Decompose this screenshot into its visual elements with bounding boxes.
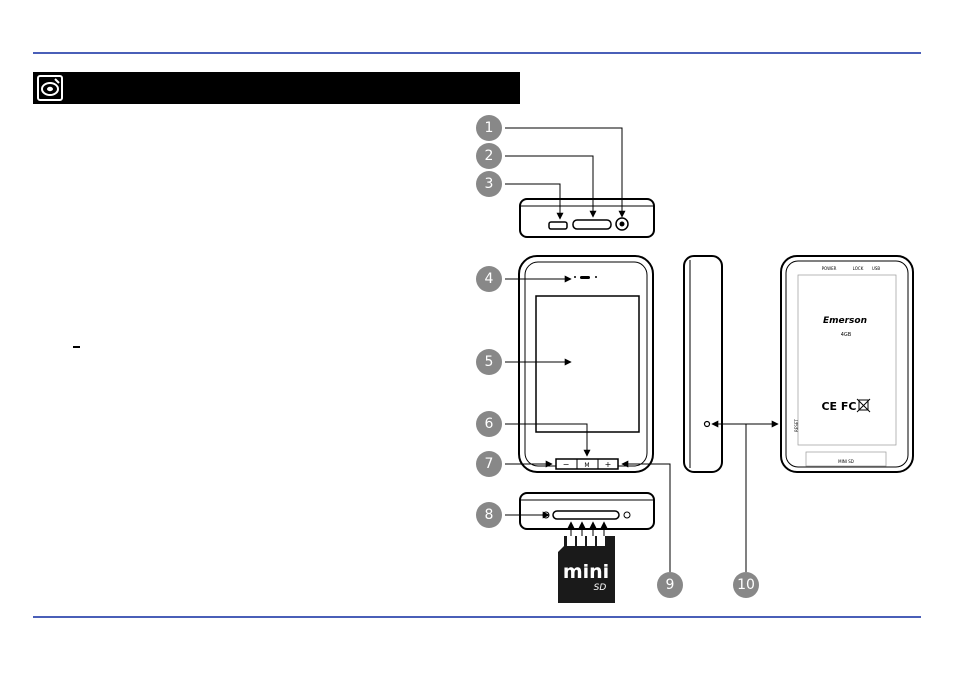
svg-text:7: 7: [485, 456, 494, 472]
back-label-reset: RESET: [794, 419, 799, 432]
certification-marks: CE FC: [821, 400, 856, 413]
svg-text:3: 3: [485, 176, 494, 192]
card-logo-sd: SD: [594, 583, 607, 593]
callout-6: 6: [476, 411, 502, 437]
callout-10: 10: [733, 572, 759, 598]
bottom-rule: [33, 616, 921, 618]
card-logo-mini: mini: [563, 561, 609, 583]
capacity-label: 4GB: [841, 332, 852, 338]
microsd-card: mini SD: [558, 536, 615, 603]
callout-1: 1: [476, 115, 502, 141]
leader-lines: [505, 127, 779, 572]
svg-text:2: 2: [485, 148, 494, 164]
device-top-edge-view: [519, 198, 655, 238]
weee-bin-icon: [856, 398, 871, 413]
text-dash: [73, 346, 80, 348]
callout-4: 4: [476, 266, 502, 292]
svg-text:6: 6: [485, 416, 494, 432]
device-front-view: − M +: [518, 255, 654, 473]
speaker-slot: [580, 276, 590, 279]
callout-8: 8: [476, 502, 502, 528]
usb-port-icon: [548, 221, 568, 230]
callout-3: 3: [476, 171, 502, 197]
callout-7: 7: [476, 451, 502, 477]
callout-9: 9: [657, 572, 683, 598]
menu-button-label: M: [584, 462, 589, 469]
svg-text:1: 1: [485, 120, 494, 136]
minus-button-label: −: [563, 460, 570, 469]
back-label-power: POWER: [822, 266, 837, 271]
svg-text:4: 4: [485, 271, 494, 287]
section-header-bar: [33, 72, 520, 104]
callout-5: 5: [476, 349, 502, 375]
screen: [535, 295, 640, 433]
svg-text:5: 5: [485, 354, 494, 370]
callout-2: 2: [476, 143, 502, 169]
svg-text:10: 10: [737, 577, 755, 593]
button-row: [555, 458, 619, 470]
back-label-lock: LOCK: [853, 266, 864, 271]
disc-icon: [37, 75, 63, 101]
top-rule: [33, 52, 921, 54]
microsd-slot: [552, 510, 620, 520]
device-side-view: [683, 255, 723, 473]
brand-logo: Emerson: [823, 316, 867, 326]
svg-text:9: 9: [666, 577, 675, 593]
device-back-view: POWER LOCK USB Emerson 4GB CE FC MINI SD…: [780, 255, 914, 473]
callout-circles: 1 2 3 4 5 6 7 8 9 10: [476, 115, 759, 598]
power-lock-switch: [572, 219, 612, 230]
device-bottom-edge-view: [519, 492, 655, 530]
back-label-microsd: MINI SD: [838, 459, 854, 464]
plus-button-label: +: [605, 460, 612, 469]
back-label-usb: USB: [872, 266, 880, 271]
svg-text:8: 8: [485, 507, 494, 523]
reset-hole: [703, 420, 711, 428]
